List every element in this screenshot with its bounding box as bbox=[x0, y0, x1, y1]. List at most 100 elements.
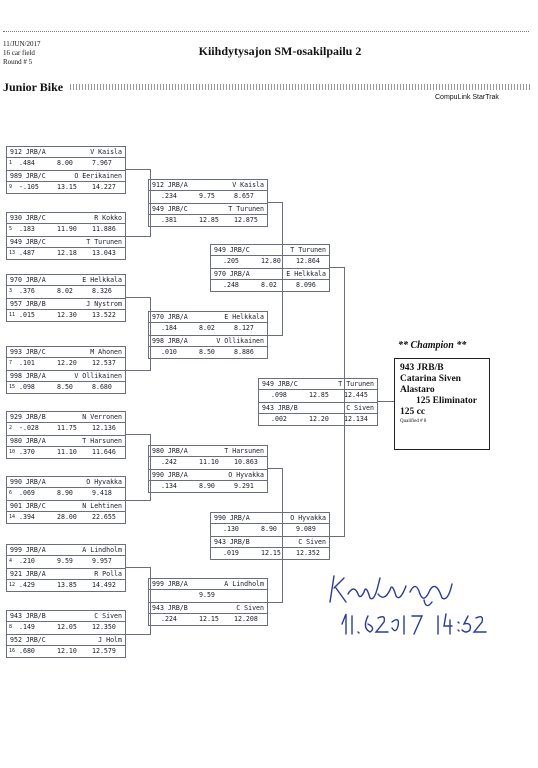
row-divider bbox=[149, 190, 267, 191]
bracket-line bbox=[126, 297, 151, 371]
racer-name: V Ollikainen bbox=[216, 337, 264, 345]
reaction-time: .394 bbox=[19, 513, 35, 521]
row-divider bbox=[7, 285, 125, 286]
lane-number: 3 bbox=[9, 288, 13, 294]
racer-name: O Eerikainen bbox=[74, 172, 122, 180]
heat-divider bbox=[149, 335, 267, 336]
lane-number: 11 bbox=[9, 312, 16, 318]
elapsed-time: 8.90 bbox=[199, 482, 215, 490]
elapsed-time: 8.02 bbox=[199, 324, 215, 332]
bracket-line bbox=[268, 202, 283, 336]
reaction-time: .234 bbox=[161, 192, 177, 200]
racer-number: 921 JRB/A bbox=[10, 570, 46, 578]
elapsed-time: 8.90 bbox=[261, 525, 277, 533]
speed-value: 12.350 bbox=[92, 623, 116, 631]
reaction-time: .381 bbox=[161, 216, 177, 224]
racer-name: J Holm bbox=[98, 636, 122, 644]
speed-value: 8.326 bbox=[92, 287, 112, 295]
reaction-time: .224 bbox=[161, 615, 177, 623]
reaction-time: .069 bbox=[19, 489, 35, 497]
reaction-time: .183 bbox=[19, 225, 35, 233]
row-divider bbox=[7, 511, 125, 512]
racer-name: C Siven bbox=[346, 404, 374, 412]
field-size: 16 car field bbox=[3, 49, 35, 57]
heat-divider bbox=[7, 435, 125, 436]
racer-name: T Harsunen bbox=[82, 437, 122, 445]
champion-qualified: Qualified # 8 bbox=[400, 419, 427, 424]
racer-name: A Lindholm bbox=[82, 546, 122, 554]
row-divider bbox=[211, 255, 329, 256]
racer-number: 901 JRB/C bbox=[10, 502, 46, 510]
racer-name: O Hyvakka bbox=[86, 478, 122, 486]
heat-divider bbox=[149, 602, 267, 603]
heat-divider bbox=[7, 370, 125, 371]
heat-divider bbox=[7, 500, 125, 501]
elapsed-time: 28.00 bbox=[57, 513, 77, 521]
racer-name: C Siven bbox=[94, 612, 122, 620]
row-divider bbox=[7, 157, 125, 158]
elapsed-time: 12.20 bbox=[309, 415, 329, 423]
row-divider bbox=[7, 487, 125, 488]
signature-time bbox=[437, 613, 487, 635]
reaction-time: .680 bbox=[19, 647, 35, 655]
speed-value: 12.445 bbox=[344, 391, 368, 399]
race-date: 11/JUN/2017 bbox=[3, 40, 41, 48]
reaction-time: .149 bbox=[19, 623, 35, 631]
row-divider bbox=[7, 579, 125, 580]
speed-value: 12.864 bbox=[296, 257, 320, 265]
reaction-time: .370 bbox=[19, 448, 35, 456]
racer-name: O Hyvakka bbox=[228, 471, 264, 479]
header-info: 11/JUN/2017 16 car field Round # 5 bbox=[3, 40, 40, 67]
round-number: Round # 5 bbox=[3, 58, 33, 66]
racer-name: T Turunen bbox=[338, 380, 374, 388]
row-divider bbox=[149, 214, 267, 215]
racer-name: N Verronen bbox=[82, 413, 122, 421]
bracket-line bbox=[268, 468, 283, 603]
bracket-line bbox=[126, 567, 151, 635]
reaction-time: .487 bbox=[19, 249, 35, 257]
racer-number: 957 JRB/B bbox=[10, 300, 46, 308]
speed-value: 9.089 bbox=[296, 525, 316, 533]
heat-divider bbox=[149, 469, 267, 470]
row-divider bbox=[7, 446, 125, 447]
elapsed-time: 12.20 bbox=[57, 359, 77, 367]
row-divider bbox=[149, 589, 267, 590]
reaction-time: .429 bbox=[19, 581, 35, 589]
racer-number: 912 JRB/A bbox=[10, 148, 46, 156]
speed-value: 10.863 bbox=[234, 458, 258, 466]
speed-value: 14.227 bbox=[92, 183, 116, 191]
racer-number: 970 JRB/A bbox=[152, 313, 188, 321]
racer-number: 970 JRB/A bbox=[214, 270, 250, 278]
speed-value: 8.657 bbox=[234, 192, 254, 200]
speed-value: 8.680 bbox=[92, 383, 112, 391]
lane-number: 5 bbox=[9, 226, 13, 232]
heat-divider bbox=[7, 298, 125, 299]
elapsed-time: 12.05 bbox=[57, 623, 77, 631]
heat-divider bbox=[259, 402, 377, 403]
reaction-time: .098 bbox=[19, 383, 35, 391]
